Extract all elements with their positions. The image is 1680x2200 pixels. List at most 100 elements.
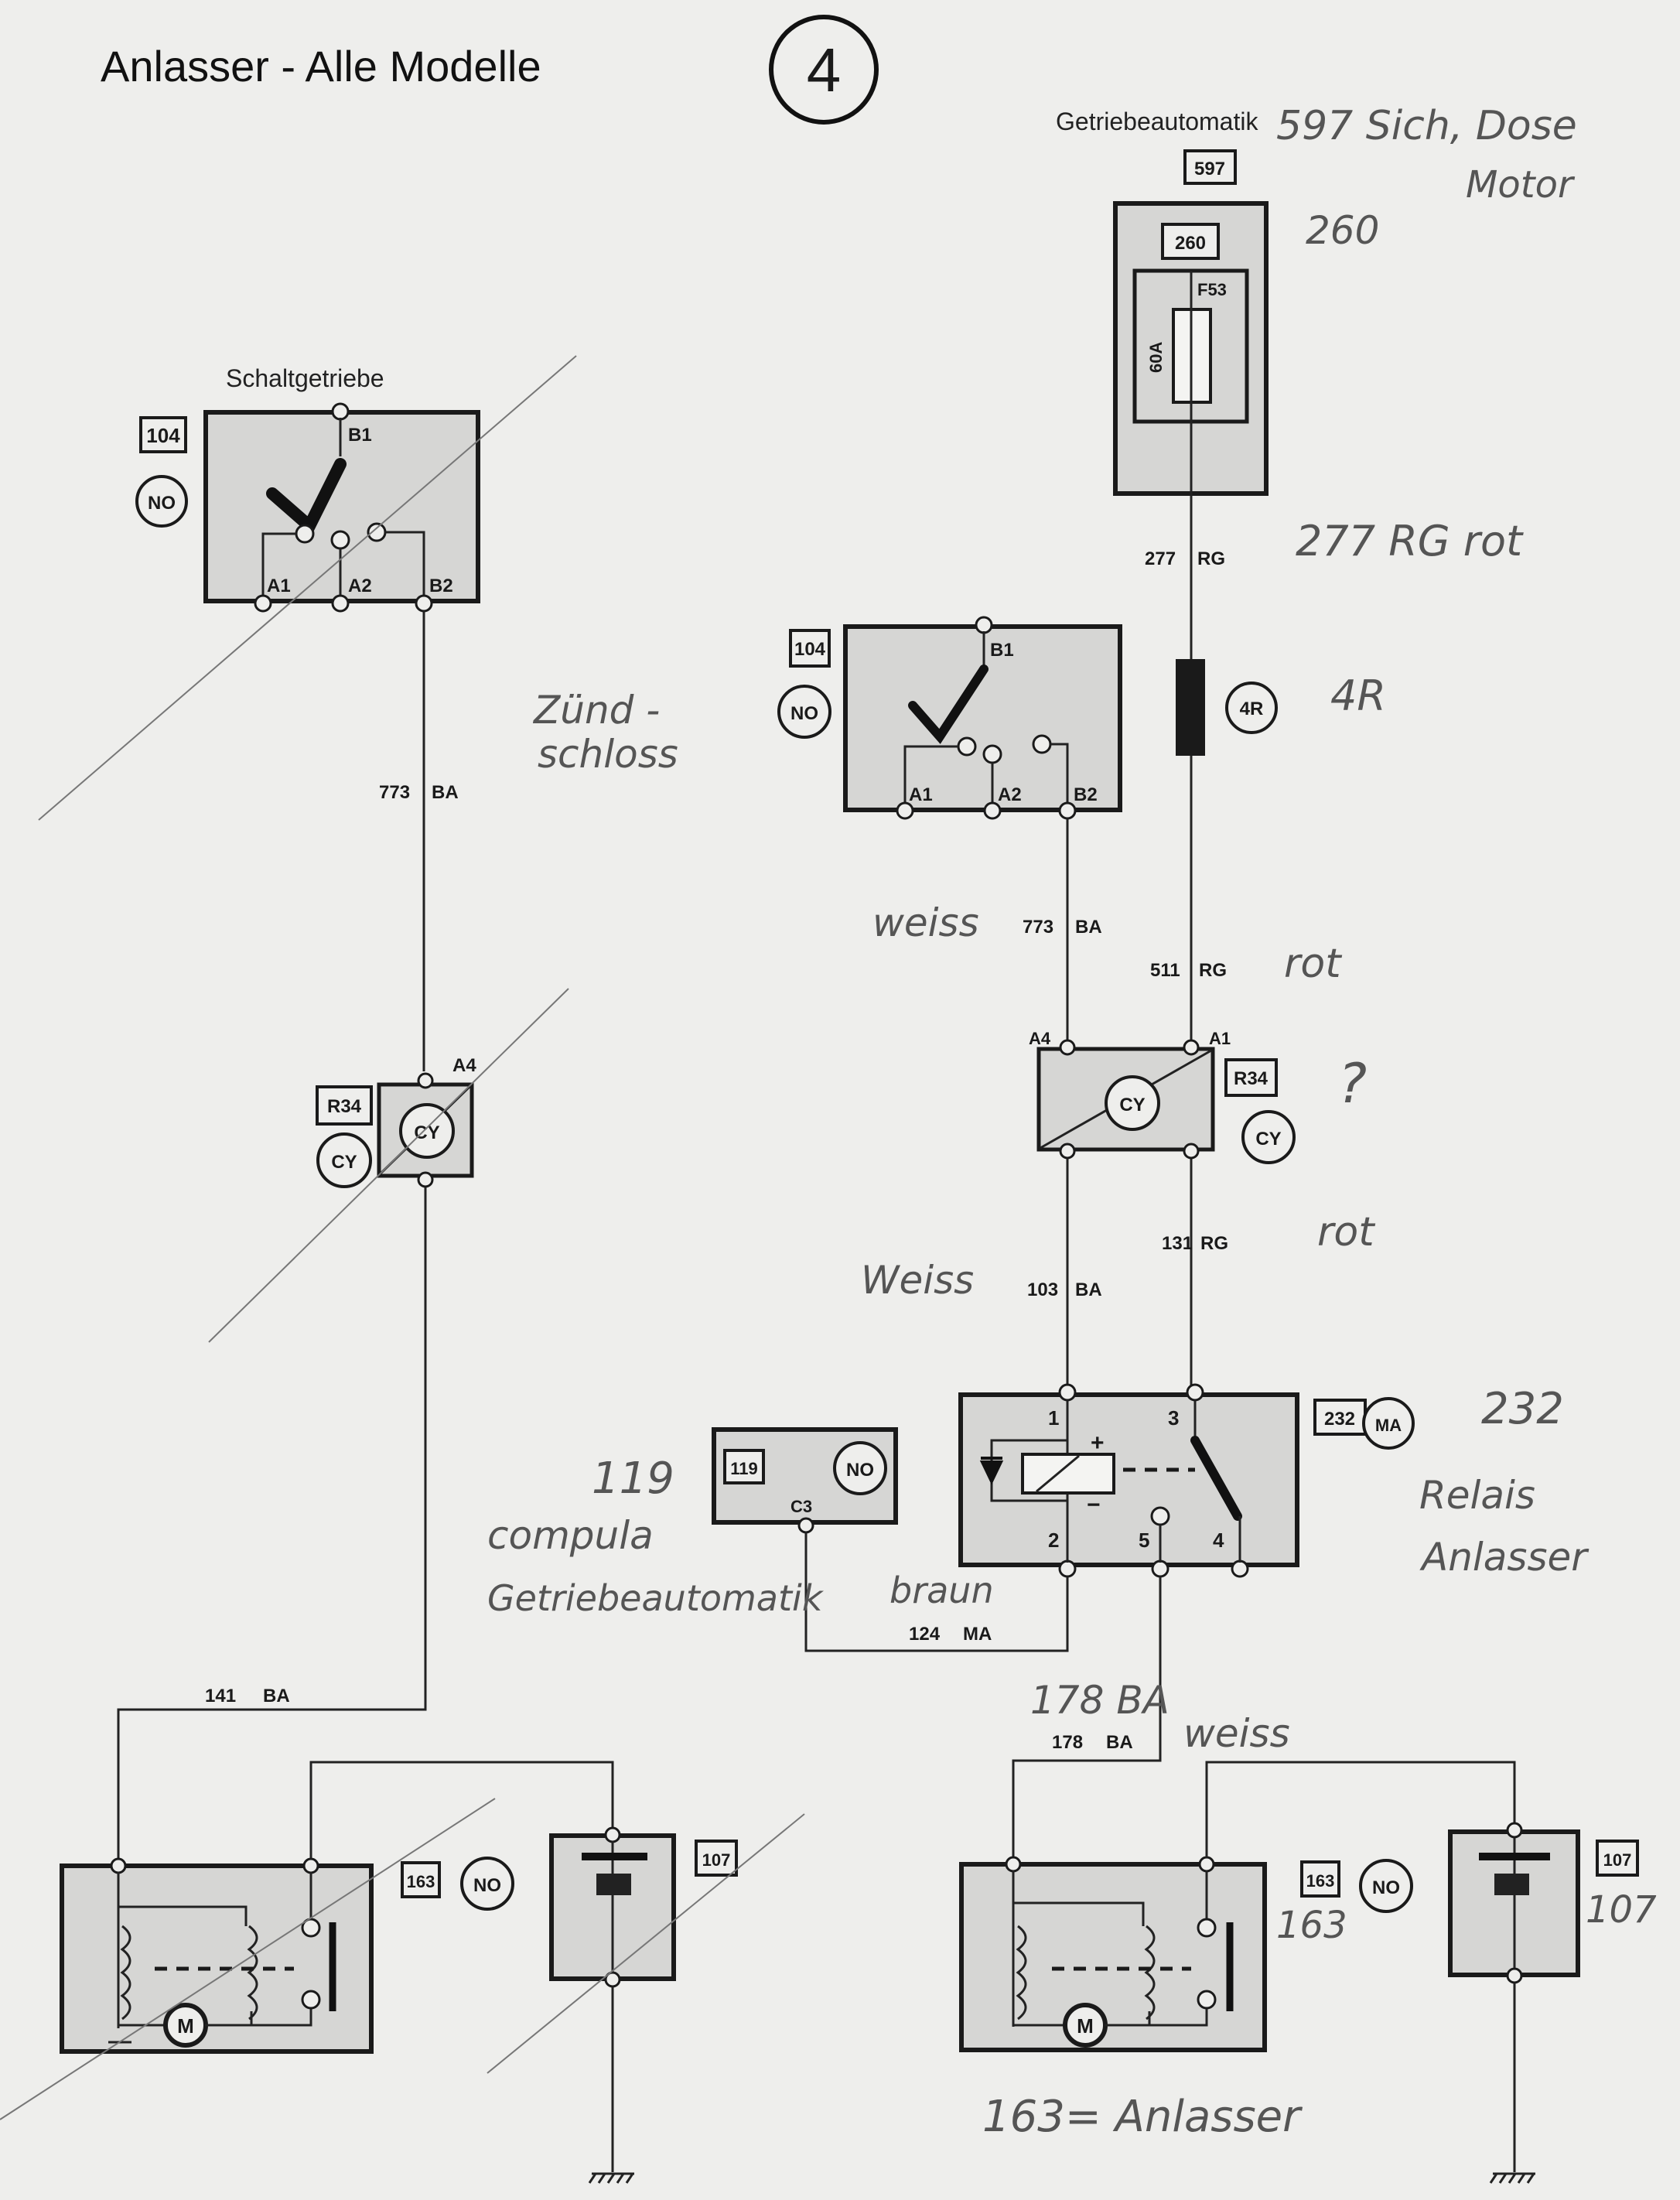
coil-icon (247, 1925, 258, 2021)
ignition-switch-right-tag: 104 NO (777, 629, 831, 739)
svg-text:B2: B2 (1074, 784, 1098, 805)
svg-text:NO: NO (148, 493, 176, 514)
svg-text:163= Anlasser: 163= Anlasser (982, 2092, 1303, 2142)
svg-text:M: M (177, 2014, 194, 2038)
svg-text:773: 773 (379, 782, 410, 803)
svg-text:104: 104 (794, 639, 826, 660)
coil-icon (1016, 1925, 1027, 2021)
svg-text:weiss: weiss (1183, 1711, 1290, 1756)
svg-text:124: 124 (909, 1624, 941, 1645)
svg-text:B1: B1 (348, 425, 372, 446)
svg-text:260: 260 (1306, 208, 1379, 253)
svg-text:119: 119 (730, 1459, 758, 1478)
handwritten-notes: 597 Sich, Dose Motor 260 277 RG rot 4R Z… (487, 103, 1657, 2142)
svg-text:Motor: Motor (1466, 163, 1576, 207)
svg-text:1: 1 (1048, 1406, 1059, 1430)
wire-178 (1012, 1577, 1162, 1864)
svg-text:232: 232 (1324, 1409, 1355, 1430)
svg-text:CY: CY (1255, 1129, 1281, 1150)
svg-text:F53: F53 (1197, 280, 1227, 299)
svg-text:compula: compula (487, 1513, 654, 1558)
svg-text:MA: MA (1375, 1416, 1402, 1435)
svg-text:BA: BA (432, 782, 459, 803)
svg-text:131: 131 (1162, 1233, 1193, 1254)
svg-text:Relais: Relais (1419, 1473, 1535, 1518)
svg-text:260: 260 (1175, 233, 1206, 254)
svg-text:rot: rot (1317, 1209, 1375, 1255)
svg-text:4R: 4R (1240, 699, 1264, 719)
svg-text:2: 2 (1048, 1529, 1059, 1552)
svg-text:B2: B2 (429, 576, 453, 596)
ignition-switch-left: B1 A1 A2 B2 (203, 402, 480, 613)
svg-text:rot: rot (1284, 941, 1342, 987)
resistor-icon (1176, 659, 1205, 756)
svg-text:277 RG rot: 277 RG rot (1296, 517, 1524, 565)
battery-right: 107 (1448, 1822, 1639, 2184)
battery-icon (582, 1853, 647, 1860)
svg-text:A2: A2 (998, 784, 1022, 805)
svg-text:M: M (1077, 2014, 1094, 2038)
svg-text:NO: NO (846, 1460, 874, 1481)
svg-text:CY: CY (331, 1152, 357, 1173)
svg-text:BA: BA (1075, 917, 1102, 938)
coil-icon (1144, 1925, 1156, 2021)
svg-text:178 BA: 178 BA (1030, 1678, 1170, 1723)
starter-right-tags: 163 NO (1300, 1859, 1413, 1913)
ground-icon (1489, 2172, 1535, 2184)
connector-r34-left: R34 CY CY A4 (316, 1055, 476, 1188)
computer-119: 119 NO C3 (712, 1427, 898, 1534)
svg-text:Zünd -: Zünd - (532, 688, 660, 733)
svg-text:A2: A2 (348, 576, 372, 596)
svg-text:4: 4 (1213, 1529, 1224, 1552)
svg-text:A1: A1 (267, 576, 291, 596)
svg-text:163: 163 (1276, 1904, 1347, 1947)
svg-text:A1: A1 (1209, 1029, 1231, 1048)
svg-text:braun: braun (890, 1570, 994, 1611)
page-number-badge: 4 (769, 15, 879, 125)
section-label-schaltgetriebe: Schaltgetriebe (226, 364, 384, 392)
svg-text:RG: RG (1199, 960, 1227, 981)
switch-lever-icon (908, 664, 989, 744)
svg-text:107: 107 (1603, 1850, 1632, 1870)
svg-text:103: 103 (1027, 1279, 1058, 1300)
wire-141 (117, 1187, 427, 1866)
svg-text:?: ? (1338, 1052, 1367, 1115)
svg-text:RG: RG (1200, 1233, 1228, 1254)
svg-text:NO: NO (1372, 1877, 1400, 1898)
wire-battery-right (1205, 1761, 1516, 1857)
relay-contact-icon (1190, 1436, 1242, 1521)
wire-battery-left (309, 1761, 614, 1859)
svg-text:178: 178 (1052, 1732, 1083, 1753)
svg-text:5: 5 (1139, 1529, 1149, 1552)
svg-text:R34: R34 (1234, 1068, 1269, 1089)
svg-text:104: 104 (146, 424, 180, 447)
svg-text:119: 119 (592, 1454, 674, 1504)
ground-icon (588, 2172, 634, 2184)
svg-text:B1: B1 (990, 640, 1014, 661)
svg-text:773: 773 (1023, 917, 1053, 938)
svg-text:163: 163 (407, 1872, 435, 1891)
wire-124 (804, 1532, 1069, 1652)
svg-text:232: 232 (1481, 1384, 1564, 1434)
starter-motor-right: M (959, 1856, 1267, 2052)
pencil-scratches (0, 355, 805, 2120)
diagram-title: Anlasser - Alle Modelle (101, 42, 541, 91)
svg-text:4: 4 (807, 36, 842, 104)
svg-text:597 Sich, Dose: 597 Sich, Dose (1276, 103, 1577, 149)
svg-text:BA: BA (1106, 1732, 1133, 1753)
svg-text:A1: A1 (909, 784, 933, 805)
svg-text:Anlasser: Anlasser (1419, 1535, 1590, 1580)
battery-icon (1479, 1853, 1550, 1860)
svg-text:MA: MA (963, 1624, 992, 1645)
svg-text:BA: BA (1075, 1279, 1102, 1300)
starter-motor-left: M (60, 1857, 374, 2054)
svg-text:597: 597 (1194, 159, 1225, 179)
coil-icon (120, 1925, 131, 2021)
svg-text:schloss: schloss (538, 732, 678, 777)
svg-text:A4: A4 (452, 1055, 476, 1076)
svg-text:3: 3 (1168, 1406, 1179, 1430)
svg-text:−: − (1087, 1492, 1101, 1518)
svg-text:277: 277 (1145, 548, 1176, 569)
fuse-box-597: 597 260 F53 60A (1113, 149, 1269, 743)
svg-text:4R: 4R (1330, 671, 1386, 720)
